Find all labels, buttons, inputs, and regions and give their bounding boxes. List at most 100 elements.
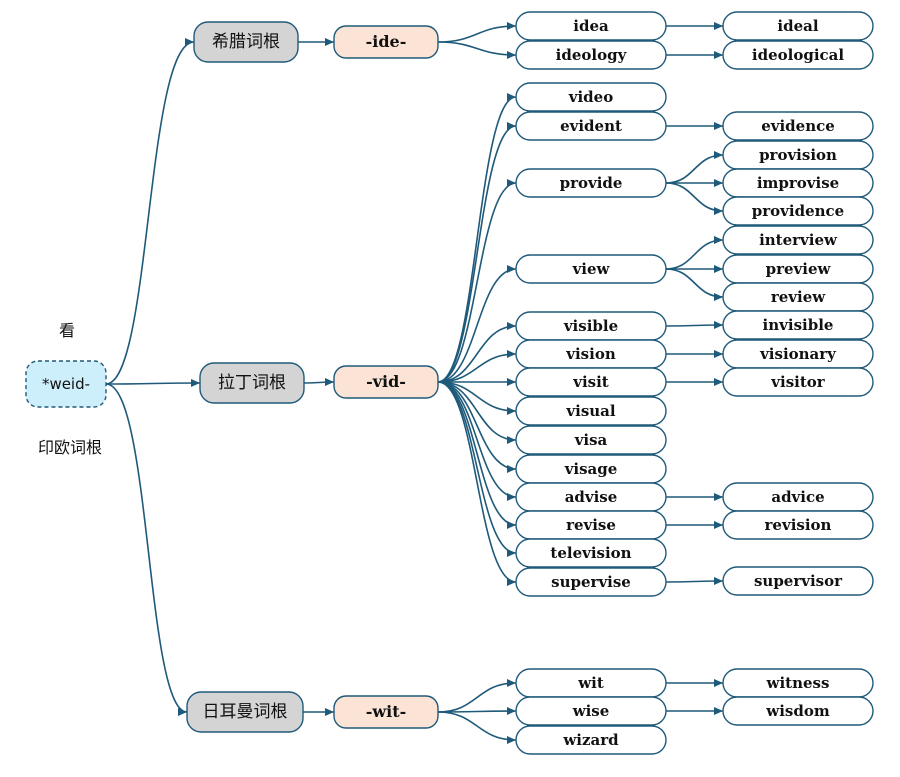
word-node: idea — [515, 11, 667, 41]
derived-node: revision — [722, 510, 874, 540]
word-node: advise — [515, 482, 667, 512]
derived-node: advice — [722, 482, 874, 512]
word-node: view — [515, 254, 667, 284]
word-node: television — [515, 538, 667, 568]
derived-node-box — [722, 696, 874, 726]
edge-word-derived-1-4-0 — [665, 321, 724, 330]
branch-node-0: 希腊词根 — [193, 21, 299, 63]
stem-node-2: -wit- — [333, 695, 439, 729]
derived-node-label: visitor — [770, 373, 825, 391]
stem-node-2-box — [333, 695, 439, 729]
edge-word-derived-1-3-2 — [665, 268, 724, 301]
derived-node-box — [722, 510, 874, 540]
branch-node-2: 日耳曼词根 — [186, 691, 304, 733]
edge-word-derived-1-2-2 — [665, 182, 724, 215]
derived-node: ideal — [722, 11, 874, 41]
word-node: wit — [515, 668, 667, 698]
derived-node: supervisor — [722, 566, 874, 596]
word-node-label: wit — [577, 674, 604, 692]
word-node-label: advise — [565, 488, 618, 506]
word-node-label: ideology — [556, 46, 628, 64]
derived-node: improvise — [722, 168, 874, 198]
derived-node-box — [722, 566, 874, 596]
derived-node-label: improvise — [757, 174, 839, 192]
edge-stem-word-1-8 — [437, 381, 517, 444]
word-node-label: visible — [563, 317, 618, 335]
edge-root-branch-0 — [105, 38, 195, 385]
word-node-box — [515, 11, 667, 41]
edge-root-branch-2 — [105, 383, 188, 716]
word-node-label: supervise — [551, 573, 631, 591]
word-node-label: idea — [573, 17, 609, 35]
word-node-box — [515, 696, 667, 726]
derived-node-label: provision — [759, 146, 837, 164]
word-node: ideology — [515, 40, 667, 70]
word-node-label: vision — [565, 345, 616, 363]
derived-node: wisdom — [722, 696, 874, 726]
root-node-label: *weid- — [42, 375, 90, 393]
word-node-label: visual — [565, 402, 615, 420]
derived-node: provision — [722, 140, 874, 170]
derived-node-box — [722, 196, 874, 226]
derived-node-label: evidence — [761, 117, 835, 135]
word-node-box — [515, 567, 667, 597]
edge-stem-word-1-1 — [437, 122, 517, 383]
edge-stem-word-0-1 — [437, 41, 517, 59]
root-meaning: 看 — [59, 321, 75, 340]
word-node-box — [515, 538, 667, 568]
derived-node-label: witness — [766, 674, 830, 692]
stem-node-0-label: -ide- — [366, 32, 407, 51]
edge-word-derived-1-3-0 — [665, 236, 724, 270]
word-node-label: television — [550, 544, 631, 562]
derived-node-label: wisdom — [765, 702, 830, 720]
edge-word-derived-1-13-0 — [665, 577, 724, 586]
derived-node-label: ideal — [777, 17, 818, 35]
derived-node-box — [722, 310, 874, 340]
derived-node-label: ideological — [752, 46, 844, 64]
word-node: evident — [515, 111, 667, 141]
word-node: revise — [515, 510, 667, 540]
word-node-box — [515, 40, 667, 70]
edge-stem-word-1-4 — [437, 322, 517, 383]
derived-node-label: supervisor — [754, 572, 843, 590]
word-node: provide — [515, 168, 667, 198]
word-node-box — [515, 254, 667, 284]
derived-node: preview — [722, 254, 874, 284]
derived-node-box — [722, 367, 874, 397]
derived-node-label: invisible — [763, 316, 834, 334]
edge-stem-word-1-0 — [437, 93, 517, 383]
derived-node: providence — [722, 196, 874, 226]
edge-stem-word-1-2 — [437, 179, 517, 383]
edge-stem-word-2-2 — [437, 711, 517, 744]
word-node: visage — [515, 454, 667, 484]
word-node-label: provide — [560, 174, 623, 192]
word-node-label: wise — [572, 702, 610, 720]
branch-node-2-label: 日耳曼词根 — [203, 702, 288, 722]
word-node-box — [515, 82, 667, 112]
root-node-box — [25, 360, 107, 408]
derived-node-box — [722, 11, 874, 41]
word-node-label: visage — [564, 460, 618, 478]
word-node: wizard — [515, 725, 667, 755]
word-node-label: wizard — [562, 731, 619, 749]
derived-node: interview — [722, 225, 874, 255]
branch-node-1-label: 拉丁词根 — [218, 373, 286, 393]
derived-node: evidence — [722, 111, 874, 141]
derived-node-box — [722, 225, 874, 255]
derived-node: witness — [722, 668, 874, 698]
word-node-label: visit — [572, 373, 609, 391]
derived-node-label: advice — [771, 488, 824, 506]
derived-node-box — [722, 40, 874, 70]
word-node-box — [515, 367, 667, 397]
edge-stem-word-1-13 — [437, 381, 517, 586]
word-node: visible — [515, 311, 667, 341]
word-node-label: revise — [566, 516, 616, 534]
edge-stem-word-1-12 — [437, 381, 517, 557]
derived-node-label: preview — [766, 260, 832, 278]
word-node-box — [515, 725, 667, 755]
edge-branch-stem-1 — [303, 378, 335, 387]
branch-node-1: 拉丁词根 — [199, 362, 305, 404]
edge-root-branch-1 — [105, 379, 201, 388]
derived-node: invisible — [722, 310, 874, 340]
edge-stem-word-1-11 — [437, 381, 517, 529]
